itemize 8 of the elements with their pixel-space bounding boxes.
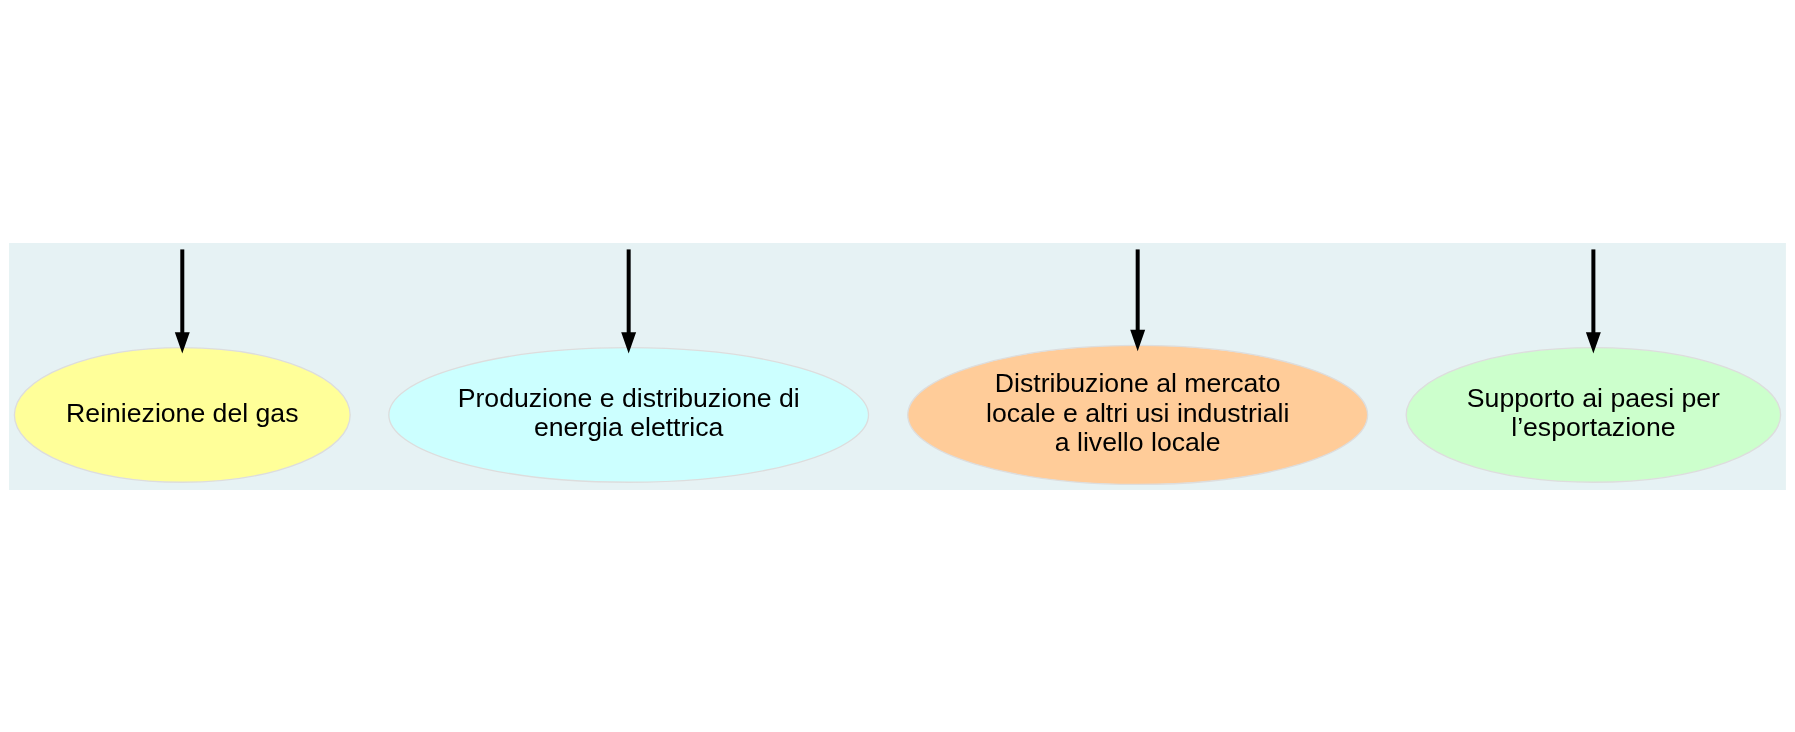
- node-ellipse: Distribuzione al mercato locale e altri usi industriali a livello locale: [907, 344, 1369, 485]
- arrow: [1585, 248, 1601, 354]
- node-ellipse: Supporto ai paesi per l’esportazione: [1405, 346, 1782, 483]
- node-ellipse: Produzione e distribuzione di energia elettrica: [388, 346, 870, 483]
- arrow: [621, 248, 637, 354]
- node-ellipse: Reiniezione del gas: [13, 346, 351, 483]
- arrow: [174, 248, 190, 354]
- arrow: [1130, 248, 1146, 351]
